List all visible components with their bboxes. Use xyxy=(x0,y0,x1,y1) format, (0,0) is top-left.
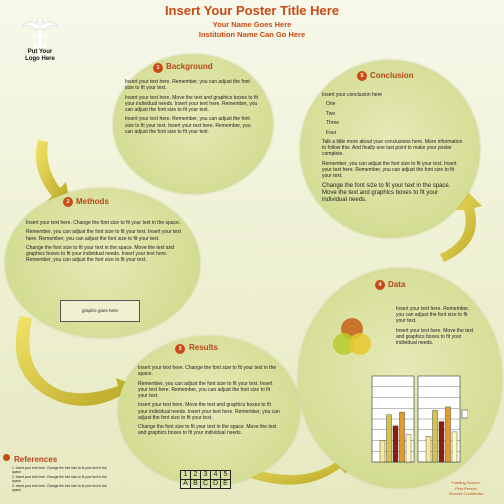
table-row: 1 2 3 4 5 xyxy=(180,470,231,480)
section-number-badge: 5 xyxy=(357,71,367,81)
graphic-placeholder: graphic goes here xyxy=(60,300,140,322)
background-panel xyxy=(113,54,273,194)
conclusion-item: Two xyxy=(326,110,336,117)
author-name: Your Name Goes Here xyxy=(212,20,292,29)
results-panel xyxy=(118,336,300,486)
chart-bar xyxy=(392,425,399,463)
chart-bar xyxy=(425,436,432,463)
data-heading: Data xyxy=(388,280,406,289)
list-item: 1. Insert your text here. Change the fon… xyxy=(12,466,107,475)
institution-name: Institution Name Can Go Here xyxy=(198,30,306,39)
arrow-methods-results xyxy=(15,316,139,406)
chart-bar xyxy=(386,414,392,463)
references-badge-icon xyxy=(3,454,10,461)
table-cell: 4 xyxy=(210,470,221,480)
table-cell: C xyxy=(200,479,211,489)
references-heading: References xyxy=(14,455,58,464)
chart-bar xyxy=(445,406,451,463)
results-table: 1 2 3 4 5 A B C D E xyxy=(180,470,231,489)
list-item: 2. Insert your text here. Change the fon… xyxy=(12,474,107,484)
section-number-badge: 2 xyxy=(63,197,73,207)
caduceus-icon xyxy=(21,17,59,64)
chart-legend-box xyxy=(461,409,468,419)
arrow-background-methods xyxy=(35,140,70,204)
conclusion-item: Four xyxy=(326,129,337,136)
logo-placeholder: Put Your Logo Here xyxy=(25,49,55,62)
conclusion-item: One xyxy=(326,101,336,108)
conclusion-item: Three xyxy=(326,120,340,127)
table-cell: 5 xyxy=(220,470,231,480)
table-cell: A xyxy=(180,479,191,489)
list-item: 3. Insert your text here. Change the fon… xyxy=(12,483,107,493)
funding-source: Funding Source: First Person Second Cont… xyxy=(448,480,484,496)
conclusion-panel xyxy=(300,60,480,238)
chart-bar xyxy=(451,431,458,463)
arrow-data-conclusion xyxy=(440,190,482,262)
section-number-badge: 4 xyxy=(375,280,385,290)
arrow-results-data xyxy=(240,454,350,485)
section-number-badge: 1 xyxy=(153,63,163,73)
section-number-badge: 3 xyxy=(175,344,185,354)
methods-heading: Methods xyxy=(76,197,109,206)
table-row: A B C D E xyxy=(180,479,231,489)
references-list: 1. Insert your text here. Change the fon… xyxy=(12,466,112,492)
table-cell: 2 xyxy=(190,470,201,480)
background-heading: Background xyxy=(166,62,213,71)
venn-graphic-icon xyxy=(333,318,371,355)
methods-text: Insert your text here. Change the font s… xyxy=(26,220,182,264)
table-cell: 1 xyxy=(180,470,191,480)
data-text: Insert your text here. Remember, you can… xyxy=(396,306,474,347)
chart-bar xyxy=(432,410,438,463)
background-text: Insert your text here. Remember, you can… xyxy=(125,79,258,135)
results-text: Insert your text here. Change the font s… xyxy=(138,365,280,437)
chart-bar xyxy=(405,434,412,463)
conclusion-heading: Conclusion xyxy=(370,71,414,80)
chart-bar xyxy=(399,411,405,463)
chart-bar xyxy=(438,421,445,463)
table-cell: D xyxy=(210,479,221,489)
table-cell: 3 xyxy=(200,470,211,480)
chart-bar xyxy=(379,440,386,463)
poster-title: Insert Your Poster Title Here xyxy=(164,3,340,18)
table-cell: B xyxy=(190,479,201,489)
bar-chart xyxy=(371,375,468,463)
results-heading: Results xyxy=(189,343,218,352)
table-cell: E xyxy=(220,479,231,489)
conclusion-text: Insert your conclusion here One Two Thre… xyxy=(322,92,463,203)
